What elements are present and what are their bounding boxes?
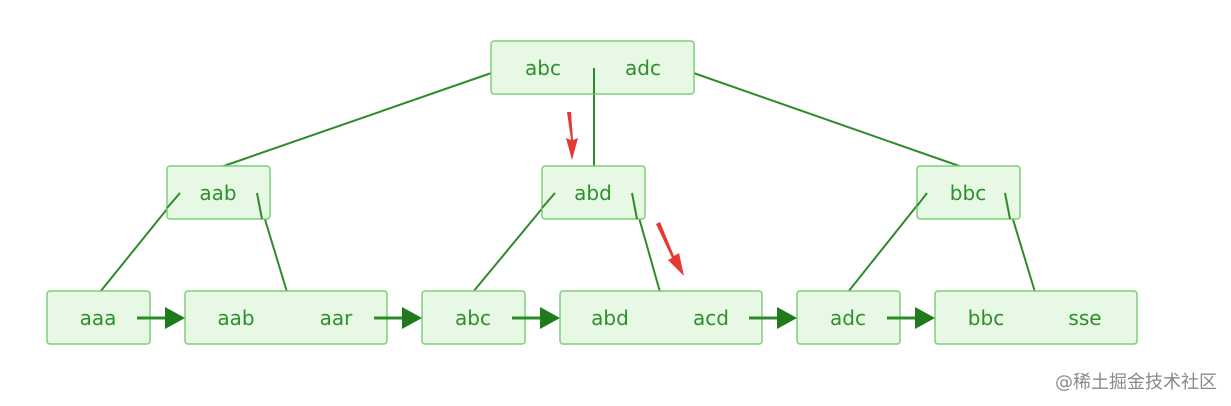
red-highlight-arrow-icon bbox=[656, 222, 684, 276]
leaf-link-4 bbox=[749, 307, 797, 329]
arrowhead-icon bbox=[540, 307, 560, 329]
leaf-node-4: abd acd bbox=[559, 290, 763, 345]
internal-key: bbc bbox=[950, 181, 986, 205]
root-key-2: adc bbox=[625, 56, 661, 80]
internal-node-box bbox=[916, 165, 1021, 220]
internal-bbc-right-pointer bbox=[1004, 192, 1011, 220]
leaf-key: abc bbox=[455, 306, 491, 330]
internal-node-box bbox=[166, 165, 271, 220]
internal-node-abd: abd bbox=[541, 165, 646, 220]
internal-abd-left-pointer bbox=[541, 192, 556, 209]
leaf-node-6: bbc sse bbox=[934, 290, 1138, 345]
internal-aab-left-pointer bbox=[166, 192, 181, 209]
leaf-key: aar bbox=[320, 306, 354, 330]
edge-root-to-aab bbox=[217, 69, 501, 169]
leaf-link-2 bbox=[374, 307, 422, 329]
leaf-link-1 bbox=[137, 307, 185, 329]
edge-root-to-bbc bbox=[684, 69, 966, 169]
watermark-text: @稀土掘金技术社区 bbox=[1055, 372, 1217, 393]
edge-bbc-to-adc bbox=[847, 192, 928, 293]
internal-bbc-left-pointer bbox=[916, 192, 928, 207]
leaf-key: adc bbox=[830, 306, 866, 330]
root-node: abc adc bbox=[490, 40, 695, 95]
internal-abd-right-pointer bbox=[631, 192, 638, 220]
leaf-key: bbc bbox=[968, 306, 1004, 330]
red-highlight-arrow-icon bbox=[566, 112, 578, 160]
leaf-node-3: abc bbox=[421, 290, 526, 345]
leaf-link-5 bbox=[887, 307, 935, 329]
internal-aab-right-pointer bbox=[256, 192, 263, 220]
leaf-node-box bbox=[934, 290, 1138, 345]
arrowhead-icon bbox=[915, 307, 935, 329]
leaf-key: abd bbox=[591, 306, 629, 330]
arrowhead-icon bbox=[777, 307, 797, 329]
arrowhead-icon bbox=[402, 307, 422, 329]
internal-node-bbc: bbc bbox=[916, 165, 1021, 220]
arrowhead-icon bbox=[165, 307, 185, 329]
leaf-key: acd bbox=[693, 306, 729, 330]
leaf-node-1: aaa bbox=[46, 290, 151, 345]
leaf-link-3 bbox=[512, 307, 560, 329]
leaf-node-2: aab aar bbox=[184, 290, 388, 345]
leaf-key: aab bbox=[217, 306, 254, 330]
internal-node-aab: aab bbox=[166, 165, 271, 220]
leaf-key: aaa bbox=[80, 306, 117, 330]
internal-key: abd bbox=[574, 181, 612, 205]
leaf-key: sse bbox=[1068, 306, 1101, 330]
leaf-node-box bbox=[184, 290, 388, 345]
internal-key: aab bbox=[199, 181, 236, 205]
leaf-node-5: adc bbox=[796, 290, 901, 345]
root-key-1: abc bbox=[525, 56, 561, 80]
root-node-box bbox=[490, 40, 695, 95]
internal-node-box bbox=[541, 165, 646, 220]
